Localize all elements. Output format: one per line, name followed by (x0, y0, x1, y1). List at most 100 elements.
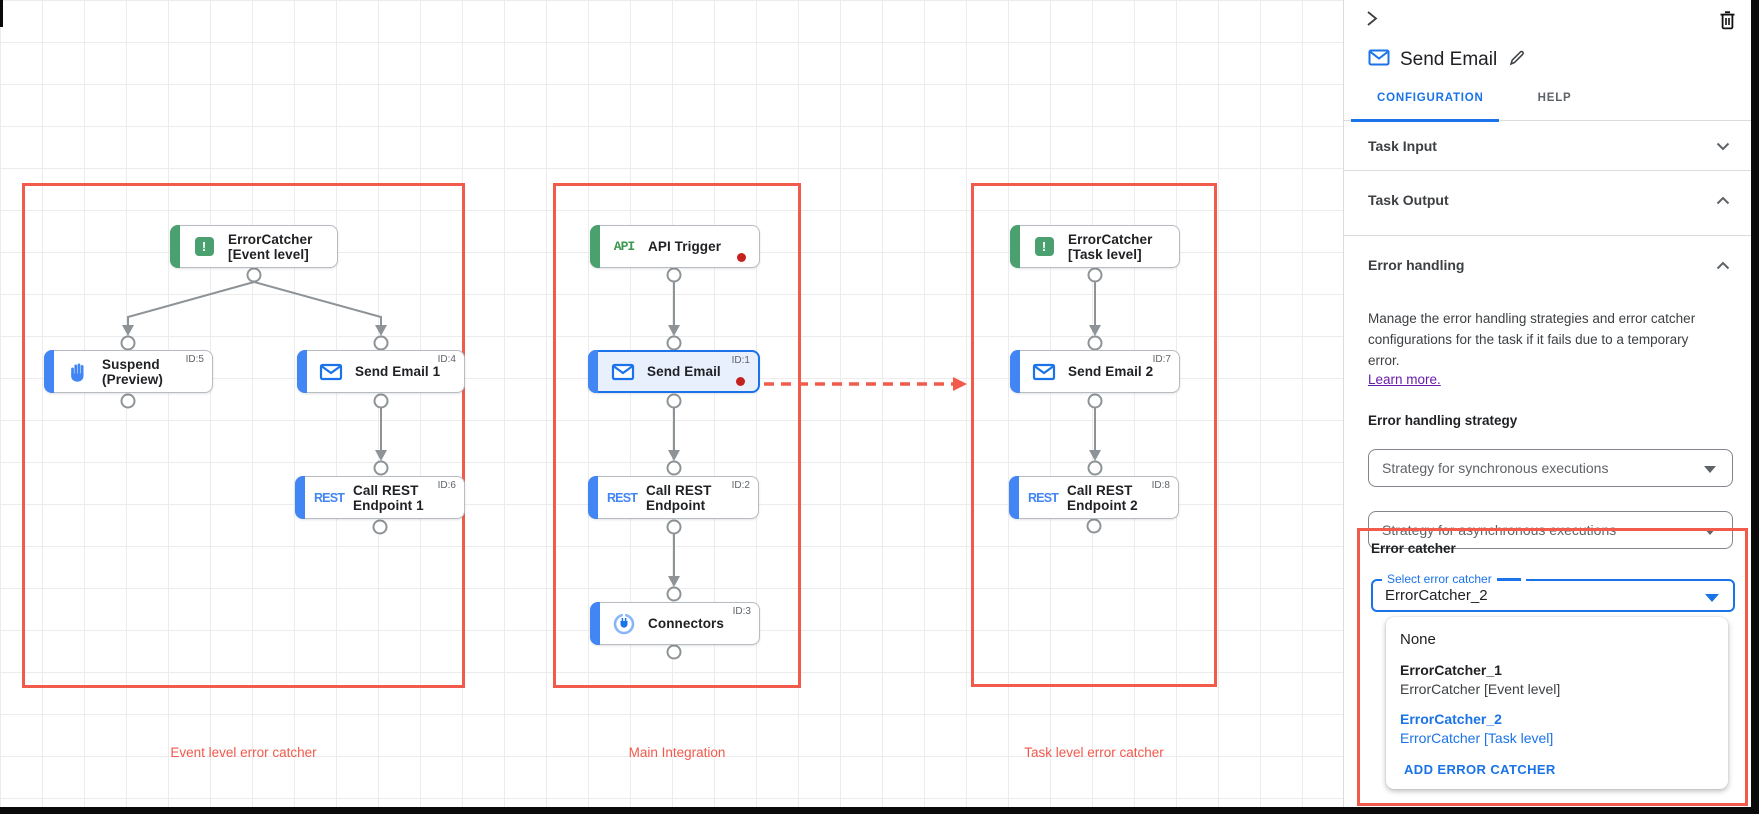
menu-item-none[interactable]: None (1400, 631, 1436, 648)
section-label: Task Output (1368, 192, 1449, 208)
node-accent-bar (1010, 350, 1020, 393)
rest-icon: REST (1027, 490, 1059, 505)
node-connectors[interactable]: Connectors ID:3 (590, 602, 760, 645)
node-accent-bar (170, 225, 180, 268)
node-title: ErrorCatcher (228, 231, 313, 247)
section-task-output[interactable]: Task Output (1344, 171, 1751, 229)
edit-title-icon[interactable] (1509, 50, 1525, 71)
learn-more-link[interactable]: Learn more. (1368, 372, 1441, 387)
error-catcher-highlight-outline: Error catcher Select error catcher Error… (1357, 528, 1748, 806)
node-accent-bar (1009, 476, 1019, 519)
node-id-badge: ID:8 (1151, 480, 1170, 491)
task-config-panel: Send Email CONFIGURATION HELP Task Input… (1343, 0, 1751, 814)
api-icon: API (613, 239, 635, 254)
group-outline-event-level (22, 183, 465, 688)
node-id-badge: ID:2 (731, 480, 750, 491)
error-catcher-icon: ! (189, 237, 219, 256)
screen-edge-topleft (0, 0, 3, 27)
error-catcher-select[interactable]: Select error catcher ErrorCatcher_2 (1371, 572, 1735, 612)
active-tab-indicator (1351, 119, 1499, 122)
menu-item-errorcatcher-2[interactable]: ErrorCatcher_2 ErrorCatcher [Task level] (1400, 711, 1554, 746)
node-id-badge: ID:1 (731, 355, 750, 366)
dropdown-caret-icon (1704, 528, 1716, 535)
error-catcher-icon: ! (1029, 237, 1059, 256)
error-catcher-menu: None ErrorCatcher_1 ErrorCatcher [Event … (1386, 617, 1728, 789)
node-send-email-1[interactable]: Send Email 1 ID:4 (297, 350, 465, 393)
section-task-input[interactable]: Task Input (1344, 121, 1751, 171)
screen-edge-bottom (0, 807, 1759, 814)
email-icon (316, 363, 346, 381)
error-handling-description: Manage the error handling strategies and… (1368, 311, 1696, 368)
chevron-up-icon (1716, 192, 1730, 208)
error-catcher-dashed-arrow (764, 377, 967, 391)
node-accent-bar (297, 350, 307, 393)
node-id-badge: ID:4 (437, 354, 456, 365)
node-id-badge: ID:7 (1152, 354, 1171, 365)
node-send-email-2[interactable]: Send Email 2 ID:7 (1010, 350, 1180, 393)
menu-item-errorcatcher-1[interactable]: ErrorCatcher_1 ErrorCatcher [Event level… (1400, 662, 1561, 697)
node-title: Call REST (1067, 482, 1133, 498)
node-send-email-selected[interactable]: Send Email ID:1 (588, 350, 760, 393)
error-dot (736, 377, 745, 386)
email-icon (608, 363, 638, 381)
error-dot (737, 253, 746, 262)
node-subtitle: [Event level] (228, 246, 309, 262)
group-outline-task-level (971, 183, 1217, 687)
node-title: Send Email 2 (1068, 364, 1154, 379)
node-accent-bar (44, 350, 54, 393)
group-outline-main-integration (553, 183, 801, 688)
node-accent-bar (588, 350, 598, 393)
section-label: Task Input (1368, 138, 1437, 154)
dropdown-caret-icon (1705, 594, 1719, 602)
email-icon (1029, 363, 1059, 381)
node-title: API Trigger (648, 239, 722, 254)
tab-configuration[interactable]: CONFIGURATION (1377, 91, 1484, 104)
sync-strategy-select[interactable]: Strategy for synchronous executions (1368, 449, 1733, 487)
node-accent-bar (590, 225, 600, 268)
rest-icon: REST (606, 490, 638, 505)
node-accent-bar (295, 476, 305, 519)
error-handling-strategy-label: Error handling strategy (1368, 413, 1518, 428)
panel-title: Send Email (1400, 49, 1498, 70)
node-accent-bar (1010, 225, 1020, 268)
node-subtitle: Endpoint (646, 497, 706, 513)
email-icon (1368, 49, 1390, 71)
screen-edge-right (1751, 0, 1759, 814)
flow-connectors (120, 267, 1103, 660)
node-title: Send Email 1 (355, 364, 441, 379)
node-id-badge: ID:3 (732, 606, 751, 617)
node-suspend[interactable]: Suspend(Preview) ID:5 (44, 350, 213, 393)
hand-icon (63, 361, 93, 383)
flow-canvas[interactable]: ! ErrorCatcher[Event level] Suspend(Prev… (0, 0, 1343, 814)
node-title: Call REST (646, 482, 712, 498)
chevron-up-icon (1716, 257, 1730, 273)
node-id-badge: ID:5 (185, 354, 204, 365)
group-label-task-level: Task level error catcher (1024, 745, 1164, 760)
node-subtitle: [Task level] (1068, 246, 1142, 262)
tab-help[interactable]: HELP (1537, 91, 1572, 104)
node-api-trigger[interactable]: API API Trigger (590, 225, 760, 268)
collapse-panel-icon[interactable] (1364, 10, 1379, 32)
section-error-handling[interactable]: Error handling (1344, 236, 1751, 294)
node-subtitle: (Preview) (102, 371, 163, 387)
node-errorcatcher-task-level[interactable]: ! ErrorCatcher[Task level] (1010, 225, 1180, 268)
delete-task-icon[interactable] (1719, 11, 1736, 35)
node-errorcatcher-event-level[interactable]: ! ErrorCatcher[Event level] (170, 225, 338, 268)
group-label-event-level: Event level error catcher (170, 745, 317, 760)
node-title: Send Email (647, 364, 721, 379)
node-subtitle: Endpoint 2 (1067, 497, 1138, 513)
connectors-icon (609, 612, 639, 636)
node-title: Call REST (353, 482, 419, 498)
section-label: Error handling (1368, 257, 1465, 273)
node-title: ErrorCatcher (1068, 231, 1153, 247)
node-accent-bar (588, 476, 598, 519)
select-value: ErrorCatcher_2 (1385, 587, 1488, 604)
node-id-badge: ID:6 (437, 480, 456, 491)
dropdown-caret-icon (1704, 466, 1716, 473)
chevron-down-icon (1716, 138, 1730, 154)
add-error-catcher-button[interactable]: ADD ERROR CATCHER (1404, 762, 1556, 777)
